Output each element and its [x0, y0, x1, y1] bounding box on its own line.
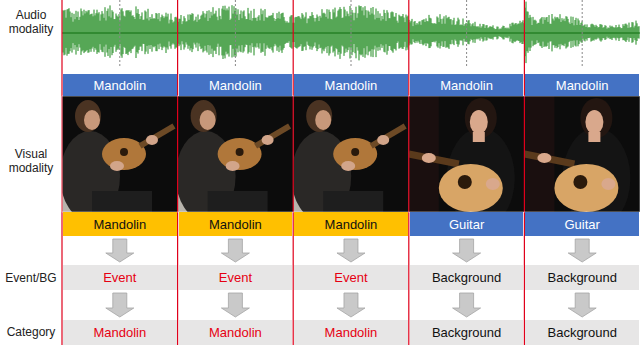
node-text: Background	[432, 325, 501, 340]
segment-boundary	[524, 0, 525, 345]
node-text: Mandolin	[440, 78, 493, 93]
node-text: Mandolin	[325, 78, 378, 93]
block-arrow	[453, 293, 481, 317]
node-text: Mandolin	[93, 325, 146, 340]
node-text: Background	[547, 325, 616, 340]
node-text: Mandolin	[209, 217, 262, 232]
row-label: Category	[0, 325, 62, 339]
event-box: Event	[294, 265, 408, 290]
category-box: Mandolin	[63, 320, 177, 345]
segment-midline	[351, 0, 352, 68]
audio-label-bar: Mandolin	[63, 74, 177, 96]
node-text: Background	[547, 270, 616, 285]
block-arrow	[106, 239, 134, 262]
category-box: Background	[410, 320, 524, 345]
block-arrow	[221, 239, 249, 262]
event-box: Background	[410, 265, 524, 290]
category-box: Background	[525, 320, 639, 345]
block-arrow	[337, 239, 365, 262]
node-text: Guitar	[564, 217, 599, 232]
block-arrow	[221, 293, 249, 317]
visual-label-bar: Mandolin	[179, 212, 293, 236]
segment-midline	[466, 0, 467, 68]
node-text: Mandolin	[556, 78, 609, 93]
segment-boundary	[177, 0, 178, 345]
audio-label-bar: Mandolin	[525, 74, 639, 96]
node-text: Mandolin	[93, 217, 146, 232]
segment-midline	[235, 0, 236, 68]
node-text: Event	[219, 270, 252, 285]
visual-label-bar: Guitar	[410, 212, 524, 236]
category-box: Mandolin	[179, 320, 293, 345]
event-box: Background	[525, 265, 639, 290]
segment-midline	[582, 0, 583, 68]
visual-label-bar: Mandolin	[294, 212, 408, 236]
node-text: Mandolin	[93, 78, 146, 93]
node-text: Mandolin	[325, 217, 378, 232]
row-label: Visual modality	[0, 147, 62, 176]
block-arrow	[568, 239, 596, 262]
node-text: Event	[103, 270, 136, 285]
video-frame	[293, 96, 409, 212]
video-frame	[178, 96, 294, 212]
segment-midline	[119, 0, 120, 68]
visual-label-bar: Guitar	[525, 212, 639, 236]
node-text: Mandolin	[209, 325, 262, 340]
category-box: Mandolin	[294, 320, 408, 345]
block-arrow	[568, 293, 596, 317]
audio-label-bar: Mandolin	[294, 74, 408, 96]
block-arrow	[106, 293, 134, 317]
node-text: Guitar	[449, 217, 484, 232]
node-text: Mandolin	[209, 78, 262, 93]
event-box: Event	[179, 265, 293, 290]
block-arrow	[453, 239, 481, 262]
visual-label-bar: Mandolin	[63, 212, 177, 236]
segment-boundary	[293, 0, 294, 345]
segment-boundary	[408, 0, 409, 345]
audio-label-bar: Mandolin	[410, 74, 524, 96]
node-text: Event	[334, 270, 367, 285]
video-frame	[409, 96, 525, 212]
node-text: Background	[432, 270, 501, 285]
node-text: Mandolin	[325, 325, 378, 340]
block-arrow	[337, 293, 365, 317]
video-frame	[62, 96, 178, 212]
row-label: Event/BG	[0, 271, 62, 285]
row-label: Audio modality	[0, 8, 62, 37]
audio-label-bar: Mandolin	[179, 74, 293, 96]
video-frame	[524, 96, 640, 212]
event-box: Event	[63, 265, 177, 290]
